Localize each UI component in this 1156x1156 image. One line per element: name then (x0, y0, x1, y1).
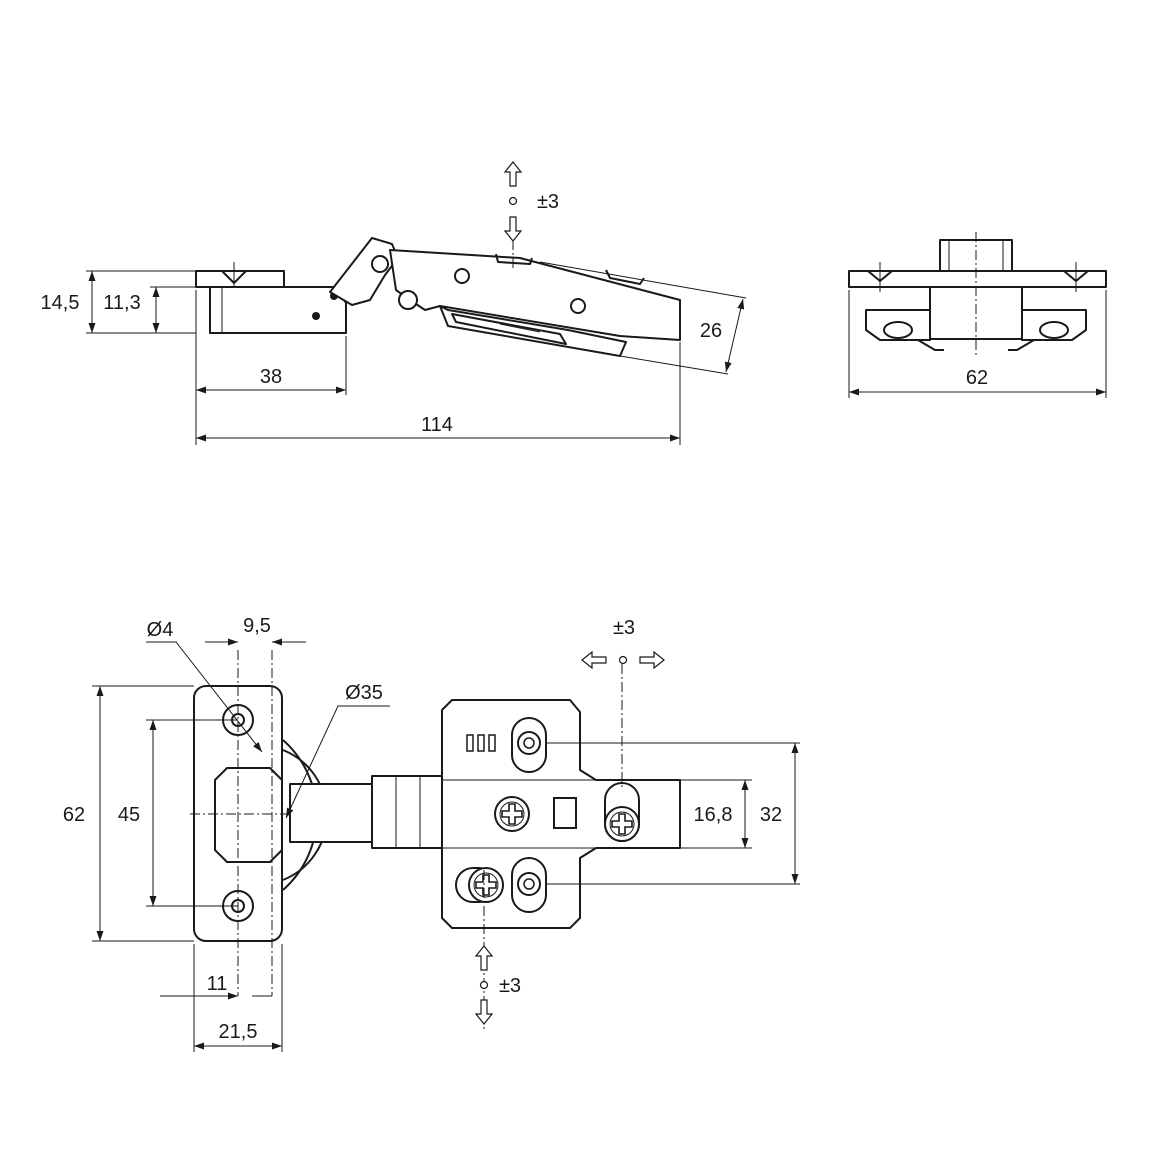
dim-cup-diameter: Ø35 (345, 682, 383, 704)
depth-screw-icon (494, 796, 530, 832)
adjust-left-arrow-icon (581, 651, 607, 669)
dim-edge-distance: 11 (207, 973, 228, 995)
dim-arm-width: 16,8 (694, 804, 733, 826)
depth-up-arrow-icon (475, 945, 493, 971)
adjust-right-arrow-icon (639, 651, 665, 669)
dim-depth-adjust: ±3 (499, 975, 521, 997)
dim-height-adjust: ±3 (537, 191, 559, 213)
dim-total-length: 114 (421, 414, 453, 436)
dim-hole-diameter: Ø4 (147, 619, 174, 641)
dim-height-total: 14,5 (41, 292, 80, 314)
dim-side-adjust: ±3 (613, 617, 635, 639)
dim-hole-spacing: 45 (118, 804, 140, 826)
dim-mount-spacing: 32 (760, 804, 782, 826)
dim-height-cup: 11,3 (103, 292, 140, 314)
end-view (848, 232, 1107, 398)
fixing-screw-icon (468, 867, 504, 903)
dim-plate-height: 62 (63, 804, 85, 826)
dim-cup-depth: 38 (260, 366, 282, 388)
dim-plate-width: 21,5 (219, 1021, 258, 1043)
dim-end-width: 62 (966, 367, 988, 389)
side-view (86, 161, 747, 445)
dim-hole-offset: 9,5 (243, 615, 271, 637)
dim-arm-height: 26 (700, 320, 722, 342)
depth-down-arrow-icon (475, 999, 493, 1025)
side-screw-icon (604, 806, 640, 842)
plan-view (92, 638, 800, 1052)
adjust-down-arrow-icon (504, 216, 522, 242)
adjust-up-arrow-icon (504, 161, 522, 187)
